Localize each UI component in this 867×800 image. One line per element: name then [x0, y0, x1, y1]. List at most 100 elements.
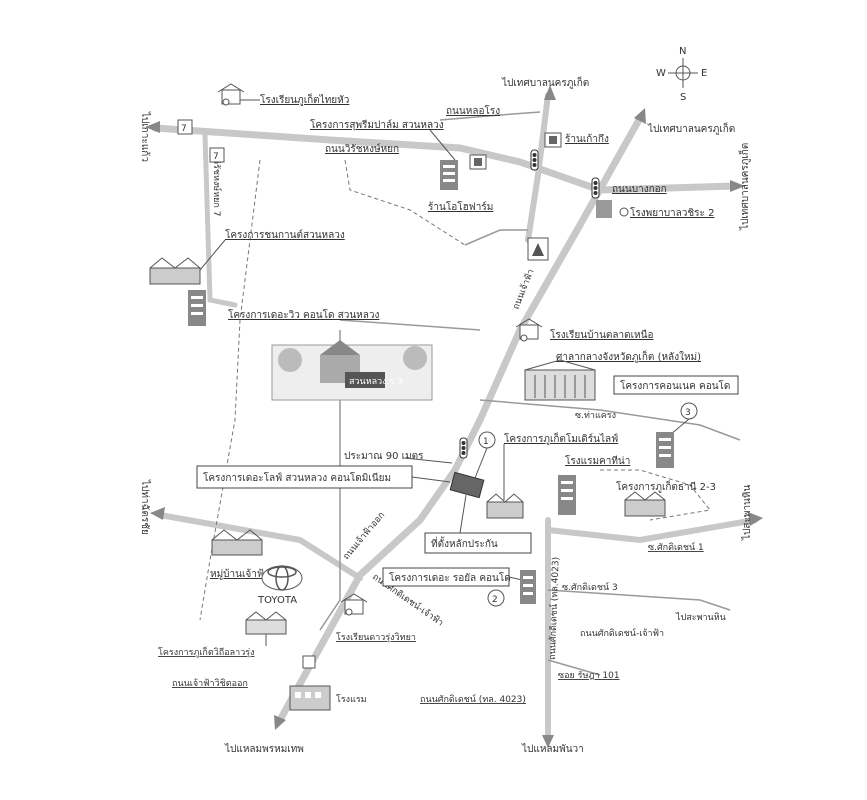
road-label-sakdidet-4023: ถนนศักดิเดชน์ (ทล.4023): [546, 557, 562, 660]
label-phuket-wittaya: โครงการภูเก็ตวิถีอลาวรุ่ง: [158, 645, 254, 658]
road-soi-wirat-7: [202, 132, 238, 308]
label-site: ที่ตั้งหลักประกัน: [431, 536, 498, 550]
label-o-farm: ร้านโอโฮฟาร์ม: [428, 200, 493, 213]
road-sakdidet-3: [547, 589, 731, 611]
road-label-sakdidet-chaofa-e: ถนนศักดิเดชน์-เจ้าฟ้า: [580, 627, 664, 639]
hospital-icon: [596, 200, 629, 218]
label-phuket-modern: โครงการภูเก็ตโมเดิร์นไลฟ์: [504, 431, 618, 445]
place-school-daorung: โรงเรียนดาวรุ่งวิทยา: [336, 593, 416, 643]
label-chonkarn: โครงการชนกานต์สวนหลวง: [225, 228, 345, 241]
condo-tower-icon: [440, 160, 458, 190]
label-school-talat-nuea: โรงเรียนบ้านตลาดเหนือ: [550, 328, 654, 341]
road-label-lor-rong: ถนนหลอโรง: [446, 104, 500, 117]
place-temple: [527, 237, 549, 261]
marker-2-label: 2: [492, 595, 498, 605]
place-toyota: TOYOTA: [257, 565, 303, 606]
destination-labels: ไปเทศบาลนครภูเก็ต ไปเทศบาลนครภูเก็ต ไปเท…: [139, 75, 753, 755]
condo-tower-icon: [656, 432, 674, 468]
dest-phuket-city-top: ไปเทศบาลนครภูเก็ต: [501, 75, 589, 89]
place-the-lofts: โครงการเดอะโลฟ์ สวนหลวง คอนโดมิเนียม: [196, 465, 451, 489]
svg-text:7: 7: [181, 124, 187, 134]
place-kao-kong: ร้านเก้ากึง: [544, 132, 609, 148]
traffic-light-icon: [459, 437, 468, 459]
place-the-view: โครงการเดอะวิว คอนโด สวนหลวง: [188, 290, 380, 326]
hotel-building-icon: [289, 685, 331, 711]
label-hotel: โรงแรม: [336, 694, 367, 705]
place-phuket-wittaya: โครงการภูเก็ตวิถีอลาวรุ่ง: [158, 611, 287, 658]
label-the-view: โครงการเดอะวิว คอนโด สวนหลวง: [228, 308, 380, 321]
label-toyota: TOYOTA: [257, 595, 297, 606]
school-icon: [217, 83, 245, 106]
marker-1-label: 1: [483, 437, 489, 447]
road-label-wirat-hong-yok: ถนนวิรัชหงษ์หยก: [325, 143, 399, 155]
dest-laem-phanwa: ไปแหลมพันวา: [521, 743, 584, 755]
compass-south: S: [680, 92, 686, 103]
dest-phuket-city-vertical: ไปเทศบาลนครภูเก็ต: [737, 143, 751, 231]
road-label-sakdidet-1: ซ.ศักดิเดชน์ 1: [648, 541, 704, 553]
label-school-phuket-thai-hua: โรงเรียนภูเก็ตไทยหัว: [260, 92, 349, 106]
house-cluster-icon: [486, 493, 524, 519]
place-vachira-hospital: โรงพยาบาลวชิระ 2: [596, 200, 714, 219]
svg-text:7: 7: [213, 152, 219, 162]
road-link: [464, 229, 528, 246]
dashed-path-east: [600, 469, 711, 521]
road-soi-101: [547, 659, 601, 676]
shop-icon: [544, 132, 562, 148]
road-label-sakdidet-bottom: ถนนศักดิเดชน์ (ทล. 4023): [420, 693, 526, 705]
place-site: 1 ที่ตั้งหลักประกัน: [424, 431, 532, 554]
place-hotel: โรงแรม: [289, 655, 367, 711]
seven-eleven-icon-2: 7: [209, 147, 225, 163]
place-phuket-modern: โครงการภูเก็ตโมเดิร์นไลฟ์: [486, 431, 618, 519]
label-park: สวนหลวง ร.9: [349, 377, 403, 387]
house-cluster-icon: [149, 257, 201, 285]
road-label-chaofa-wichit: ถนนเจ้าฟ้าวิชิตออก: [172, 678, 248, 689]
house-cluster-icon: [245, 611, 287, 635]
label-ban-chao-fa: หมู่บ้านเจ้าฟ้า: [210, 568, 270, 580]
temple-icon: [527, 237, 549, 261]
place-chonkarn: โครงการชนกานต์สวนหลวง: [149, 228, 345, 285]
label-the-lofts: โครงการเดอะโลฟ์ สวนหลวง คอนโดมิเนียม: [203, 471, 391, 484]
road-sakdidet-west: [319, 330, 341, 631]
dest-tha-chat-chai: ไปท่าฉัตรชัย: [139, 479, 151, 535]
road-to-city-top: [525, 92, 551, 243]
road-lor-rong: [439, 111, 541, 121]
toyota-logo-icon: [261, 565, 303, 591]
place-hotel-kathina: โรงแรมคาทีน่า: [558, 454, 630, 515]
label-school-daorung: โรงเรียนดาวรุ่งวิทยา: [336, 632, 416, 643]
dashed-path-west: [199, 159, 261, 621]
traffic-light-icon: [591, 177, 600, 199]
place-phuket-thani: โครงการภูเก็ตธานี 2-3: [616, 479, 716, 517]
condo-tower-icon: [188, 290, 206, 326]
place-about-90m: ประมาณ 90 เมตร: [344, 451, 453, 464]
place-school-talat-nuea: โรงเรียนบ้านตลาดเหนือ: [515, 318, 654, 342]
park-illustration-icon: [271, 340, 433, 401]
label-about-90m: ประมาณ 90 เมตร: [344, 451, 424, 462]
traffic-signals: [459, 149, 600, 459]
shop-icon: [302, 655, 316, 669]
place-park: สวนหลวง ร.9: [271, 340, 433, 401]
dest-saphan-hin: ไปสะพานหิน: [741, 485, 753, 541]
place-connect-condo: โครงการคอนเนค คอนโด 3: [613, 375, 739, 468]
label-vachira-hospital: โรงพยาบาลวชิระ 2: [630, 206, 714, 219]
place-school-phuket-thai-hua: โรงเรียนภูเก็ตไทยหัว: [217, 83, 349, 106]
condo-tower-icon: [558, 475, 576, 515]
marker-2: [487, 589, 505, 607]
house-cluster-icon: [624, 491, 666, 517]
label-phuket-thani: โครงการภูเก็ตธานี 2-3: [616, 479, 716, 493]
dest-laem-phrom-thep: ไปแหลมพรหมเทพ: [224, 743, 304, 755]
label-court: ศาลากลางจังหวัดภูเก็ต (หลังใหม่): [556, 349, 701, 363]
compass-north: N: [679, 46, 686, 57]
dest-saphan-hin-low: ไปสะพานหิน: [675, 612, 726, 623]
place-supreme-palm: โครงการสุพรีมปาล์ม สวนหลวง: [310, 118, 458, 190]
road-inner: [339, 319, 481, 331]
dashed-path-north: [344, 159, 466, 246]
label-supreme-palm: โครงการสุพรีมปาล์ม สวนหลวง: [310, 118, 444, 131]
dest-phuket-city-right: ไปเทศบาลนครภูเก็ต: [647, 121, 735, 135]
collateral-site-icon: [449, 471, 485, 499]
place-the-royal: โครงการเดอะ รอยัล คอนโด 2: [382, 567, 536, 607]
government-building-icon: [524, 359, 596, 401]
label-hotel-kathina: โรงแรมคาทีน่า: [565, 454, 630, 467]
house-cluster-icon: [211, 529, 263, 556]
seven-eleven-icon-1: 7: [177, 119, 193, 135]
